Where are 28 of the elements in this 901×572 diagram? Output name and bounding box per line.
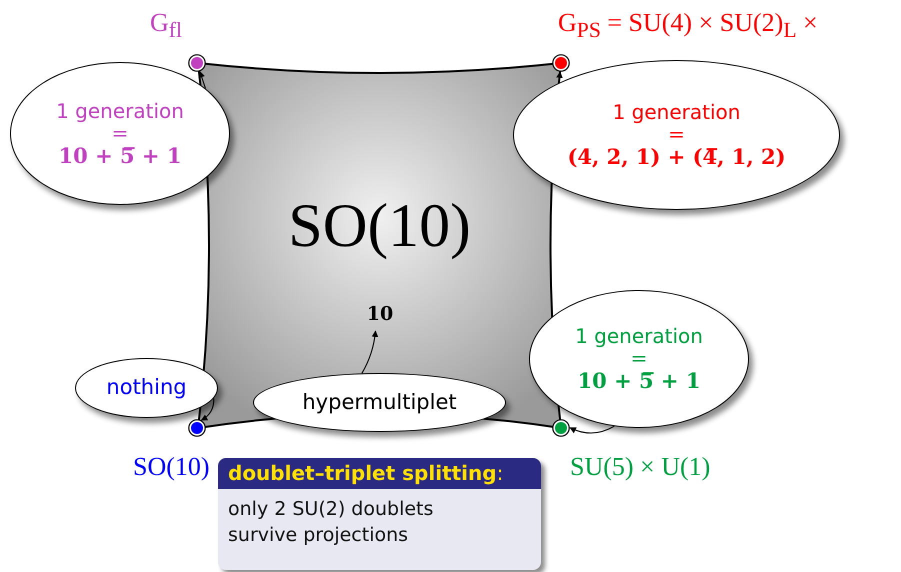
vertex-dot bbox=[188, 419, 206, 437]
equals-sign: = bbox=[668, 124, 685, 144]
group-label: G$_{fl}$ bbox=[150, 8, 182, 44]
arrow bbox=[569, 426, 615, 434]
callout-header: doublet–triplet splitting: bbox=[218, 458, 541, 489]
equals-sign: = bbox=[112, 122, 128, 143]
callout-body: only 2 SU(2) doublets survive projections bbox=[227, 497, 434, 548]
callout-text: 1 generation bbox=[612, 100, 740, 124]
representation-formula: 10 + 5̅ + 1 bbox=[58, 142, 182, 168]
group-label: SO(10) bbox=[133, 452, 210, 482]
group-label: G$_{PS}$ = SU(4) × SU(2)$_{L}$ × bbox=[558, 8, 818, 44]
vertex-dot bbox=[188, 54, 206, 72]
group-label: SU(5) × U(1) bbox=[570, 452, 710, 482]
callout-text: 1 generation bbox=[56, 98, 184, 123]
representation-formula: (4, 2, 1) + (4̅, 1, 2) bbox=[567, 144, 786, 170]
equals-sign: = bbox=[630, 348, 648, 368]
vertex-dot bbox=[552, 419, 570, 437]
arrow bbox=[361, 330, 378, 374]
group-title: SO(10) bbox=[287, 195, 472, 257]
callout-text: nothing bbox=[106, 375, 187, 401]
representation-formula: 10 + 5̅ + 1 bbox=[578, 368, 700, 394]
representation-label: 10 bbox=[350, 303, 410, 331]
callout-text: 1 generation bbox=[575, 324, 703, 348]
arrow bbox=[198, 70, 206, 89]
vertex-dot bbox=[552, 54, 570, 72]
arrow bbox=[556, 71, 563, 83]
arrow bbox=[200, 398, 214, 421]
callout-text: hypermultiplet bbox=[302, 390, 457, 416]
